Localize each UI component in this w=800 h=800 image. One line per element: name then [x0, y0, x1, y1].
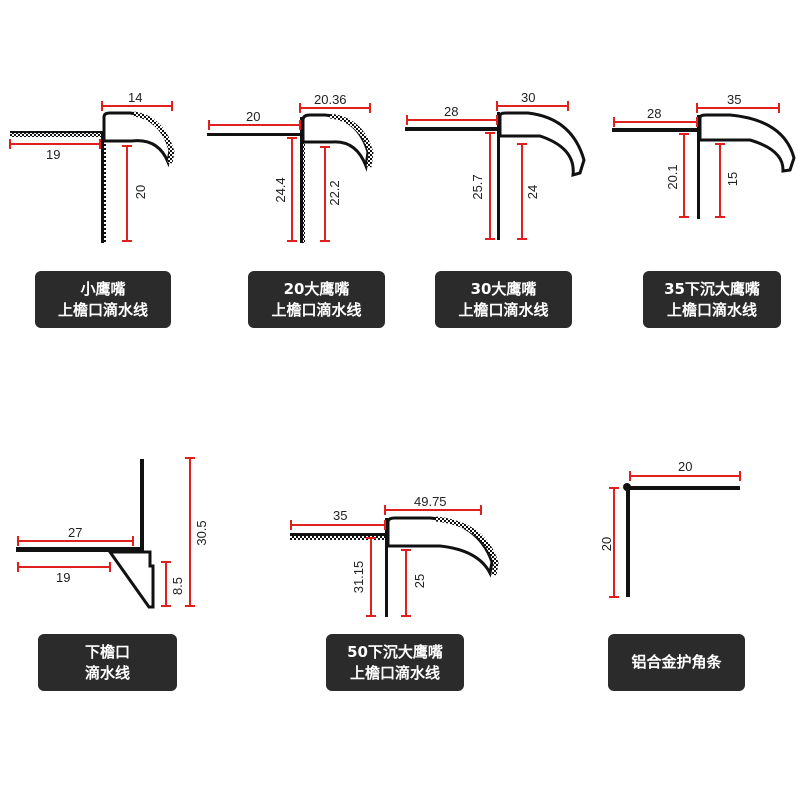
dim-label: 35	[727, 92, 741, 107]
dim-label: 20	[599, 537, 614, 551]
label-line-1: 下檐口	[84, 642, 130, 661]
dim-label: 31.15	[351, 561, 366, 594]
dim-label: 28	[647, 106, 661, 121]
dim-label: 20.36	[314, 92, 347, 107]
product-label-aluminum-corner-guard: 铝合金护角条	[608, 634, 745, 691]
profile-20-eagle-beak	[207, 113, 374, 243]
profile-35-sunken-eagle-beak	[612, 113, 796, 219]
dim-label: 8.5	[170, 577, 185, 595]
dim-label: 24	[525, 185, 540, 199]
label-line-1: 铝合金护角条	[631, 653, 722, 671]
dim-label: 25.7	[470, 174, 485, 199]
product-label-lower-eave-drip: 下檐口 滴水线	[38, 634, 177, 691]
dim-label: 19	[46, 147, 60, 162]
profile-30-eagle-beak	[405, 111, 586, 240]
dim-label: 28	[444, 104, 458, 119]
product-label-small-eagle-beak: 小鹰嘴 上檐口滴水线	[35, 271, 171, 328]
product-label-35-sunken-eagle-beak: 35下沉大鹰嘴 上檐口滴水线	[643, 271, 781, 328]
profile-small-eagle-beak	[10, 111, 175, 243]
label-line-2: 上檐口滴水线	[666, 300, 757, 319]
label-line-1: 小鹰嘴	[80, 279, 126, 298]
profile-50-sunken-eagle-beak	[290, 516, 499, 617]
profile-aluminum-corner-guard	[623, 483, 740, 597]
dim-label: 25	[412, 574, 427, 588]
dim-label: 20.1	[665, 164, 680, 189]
label-line-1: 50下沉大鹰嘴	[347, 642, 443, 661]
product-label-50-sunken-eagle-beak: 50下沉大鹰嘴 上檐口滴水线	[326, 634, 464, 691]
label-line-1: 20大鹰嘴	[283, 279, 350, 298]
dim-label: 35	[333, 508, 347, 523]
product-label-30-eagle-beak: 30大鹰嘴 上檐口滴水线	[435, 271, 572, 328]
dim-label: 20	[678, 459, 692, 474]
label-line-2: 上檐口滴水线	[271, 300, 362, 319]
dim-label: 30	[521, 90, 535, 105]
label-line-2: 上檐口滴水线	[57, 300, 148, 319]
dimension-lines-product-3	[406, 101, 569, 240]
label-line-2: 滴水线	[84, 663, 130, 682]
label-line-2: 上檐口滴水线	[458, 300, 549, 319]
dim-label: 30.5	[194, 520, 209, 545]
dim-label: 20	[133, 185, 148, 199]
dimension-lines-product-1	[9, 101, 173, 242]
label-line-1: 30大鹰嘴	[470, 279, 537, 298]
dim-label: 22.2	[327, 180, 342, 205]
dimension-lines-product-2	[208, 103, 371, 242]
dim-label: 14	[128, 90, 142, 105]
dimension-lines-product-4	[613, 103, 780, 218]
product-label-20-eagle-beak: 20大鹰嘴 上檐口滴水线	[248, 271, 385, 328]
dim-label: 24.4	[273, 177, 288, 202]
label-line-2: 上檐口滴水线	[349, 663, 440, 682]
dim-label: 15	[725, 172, 740, 186]
dim-label: 20	[246, 109, 260, 124]
dim-label: 27	[68, 525, 82, 540]
profile-lower-eave-drip	[16, 459, 155, 609]
dim-label: 49.75	[414, 494, 447, 509]
dim-label: 19	[56, 570, 70, 585]
dimension-lines-product-6	[290, 505, 482, 617]
dimension-lines-product-7	[609, 471, 741, 598]
label-line-1: 35下沉大鹰嘴	[664, 279, 760, 298]
dimension-lines-product-5	[17, 457, 195, 607]
